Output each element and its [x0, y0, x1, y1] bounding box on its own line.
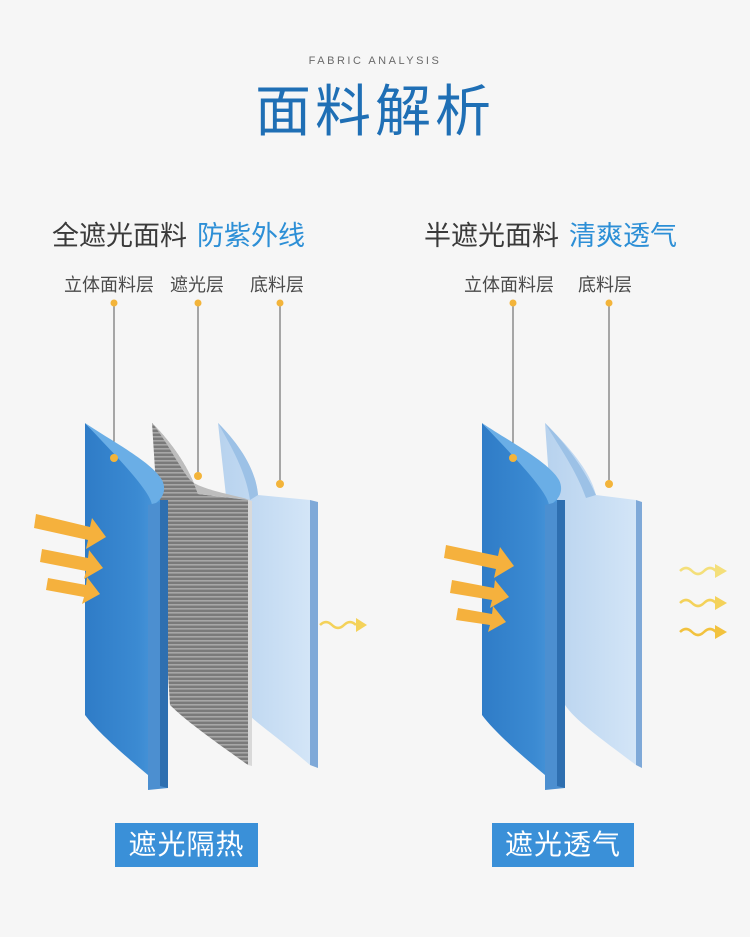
panel-heading-accent: 清爽透气: [569, 221, 677, 252]
fabric-layer-left: [85, 423, 168, 790]
section-subtitle: FABRIC ANALYSIS: [308, 55, 442, 67]
arrow-right-icon: [46, 577, 100, 604]
marker-dot-icon: [110, 454, 118, 462]
pointer-lines-right: [512, 303, 610, 484]
panel-heading-accent: 防紫外线: [197, 221, 305, 252]
arrow-right-icon: [456, 606, 506, 632]
lining-layer-right: [545, 423, 642, 768]
arrow-right-icon: [444, 545, 514, 578]
marker-dot-icon: [194, 299, 202, 307]
arrow-right-icon: [34, 514, 106, 549]
panel-heading-semi-blackout: 半遮光面料清爽透气: [424, 218, 677, 256]
marker-dot-icon: [605, 480, 613, 488]
layer-label-3d-fabric: 立体面料层: [464, 275, 554, 296]
marker-dot-icon: [509, 299, 517, 307]
pointer-lines-left: [113, 303, 281, 484]
heat-wave-icon: [679, 564, 727, 578]
page-title: 面料解析: [255, 80, 495, 145]
layer-label-lining: 底料层: [250, 275, 304, 296]
panel-heading-main: 半遮光面料: [424, 221, 559, 252]
layer-label-lining: 底料层: [578, 275, 632, 296]
heat-wave-icon: [319, 618, 367, 632]
marker-dot-icon: [110, 299, 118, 307]
marker-dot-icon: [276, 299, 284, 307]
feature-badge-full-blackout: 遮光隔热: [115, 823, 258, 867]
marker-dot-icon: [276, 480, 284, 488]
fabric-layer-right: [482, 423, 565, 790]
panel-heading-main: 全遮光面料: [52, 221, 187, 252]
feature-badge-semi-blackout: 遮光透气: [492, 823, 634, 867]
marker-dot-icon: [194, 472, 202, 480]
blackout-layer-left: [152, 423, 252, 766]
arrow-right-icon: [450, 580, 509, 608]
panel-heading-full-blackout: 全遮光面料防紫外线: [52, 218, 305, 256]
heat-wave-icon: [679, 625, 727, 639]
layer-label-3d-fabric: 立体面料层: [64, 275, 154, 296]
arrow-right-icon: [40, 549, 103, 579]
marker-dot-icon: [509, 454, 517, 462]
heat-wave-icon: [679, 596, 727, 610]
layer-label-blackout: 遮光层: [170, 275, 224, 296]
marker-dot-icon: [605, 299, 613, 307]
